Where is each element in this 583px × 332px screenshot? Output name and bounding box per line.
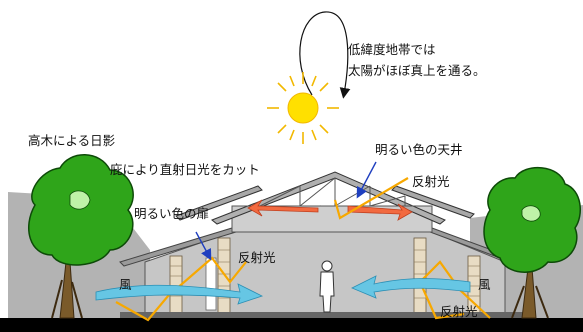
reflected-light-left-label: 反射光 (238, 250, 276, 265)
reflected-light-roof-label: 反射光 (412, 174, 450, 189)
sun-note-line1: 低緯度地帯では (348, 42, 436, 57)
right-tree (483, 166, 582, 319)
bright-ceiling-label: 明るい色の天井 (375, 142, 463, 157)
left-tree (27, 154, 134, 319)
wind-right-label: 風 (478, 277, 491, 292)
label-pointers (195, 161, 377, 261)
sun-note-line2: 太陽がほぼ真上を通る。 (348, 63, 486, 78)
eaves-cut-label: 庇により直射日光をカット (110, 162, 260, 177)
bright-door-label: 明るい色の扉 (134, 206, 210, 221)
tall-tree-shade-label: 高木による日影 (28, 133, 116, 148)
ground-line (0, 318, 583, 332)
reflected-light-right-label: 反射光 (440, 304, 478, 319)
person-figure (319, 260, 335, 313)
roof-heat-arrows (247, 199, 413, 221)
wind-left-label: 風 (119, 277, 132, 292)
sun-path-arrow (299, 11, 351, 99)
wind-arrows (95, 275, 471, 305)
sun-icon (267, 72, 339, 144)
reflected-light-rays (115, 177, 491, 322)
